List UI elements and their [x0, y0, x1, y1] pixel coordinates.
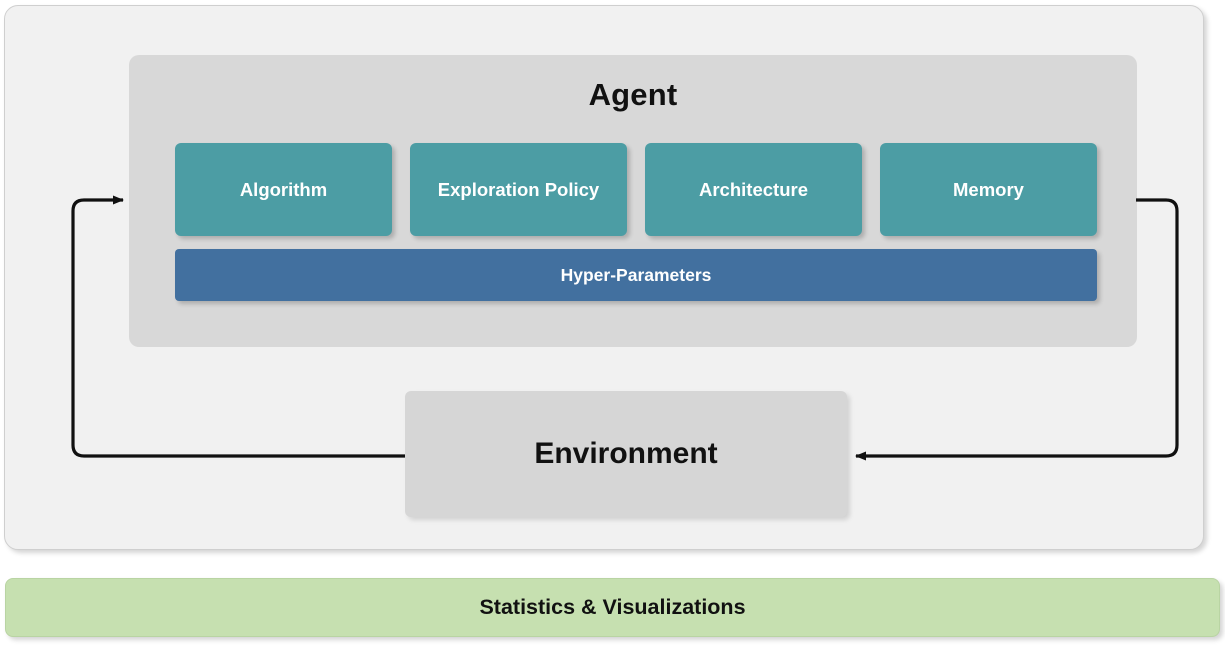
agent-component-exploration-policy[interactable]: Exploration Policy: [410, 143, 627, 236]
rl-loop-panel: Agent Algorithm Exploration Policy Archi…: [4, 5, 1204, 550]
agent-component-algorithm[interactable]: Algorithm: [175, 143, 392, 236]
agent-title: Agent: [588, 77, 678, 112]
agent-component-memory[interactable]: Memory: [880, 143, 1097, 236]
agent-component-architecture[interactable]: Architecture: [645, 143, 862, 236]
hyper-parameters-bar[interactable]: Hyper-Parameters: [175, 249, 1097, 301]
agent-container[interactable]: Agent Algorithm Exploration Policy Archi…: [129, 55, 1137, 347]
agent-component-row: Algorithm Exploration Policy Architectur…: [175, 143, 1097, 236]
environment-box[interactable]: Environment: [405, 391, 847, 517]
statistics-visualizations-bar[interactable]: Statistics & Visualizations: [5, 578, 1220, 637]
